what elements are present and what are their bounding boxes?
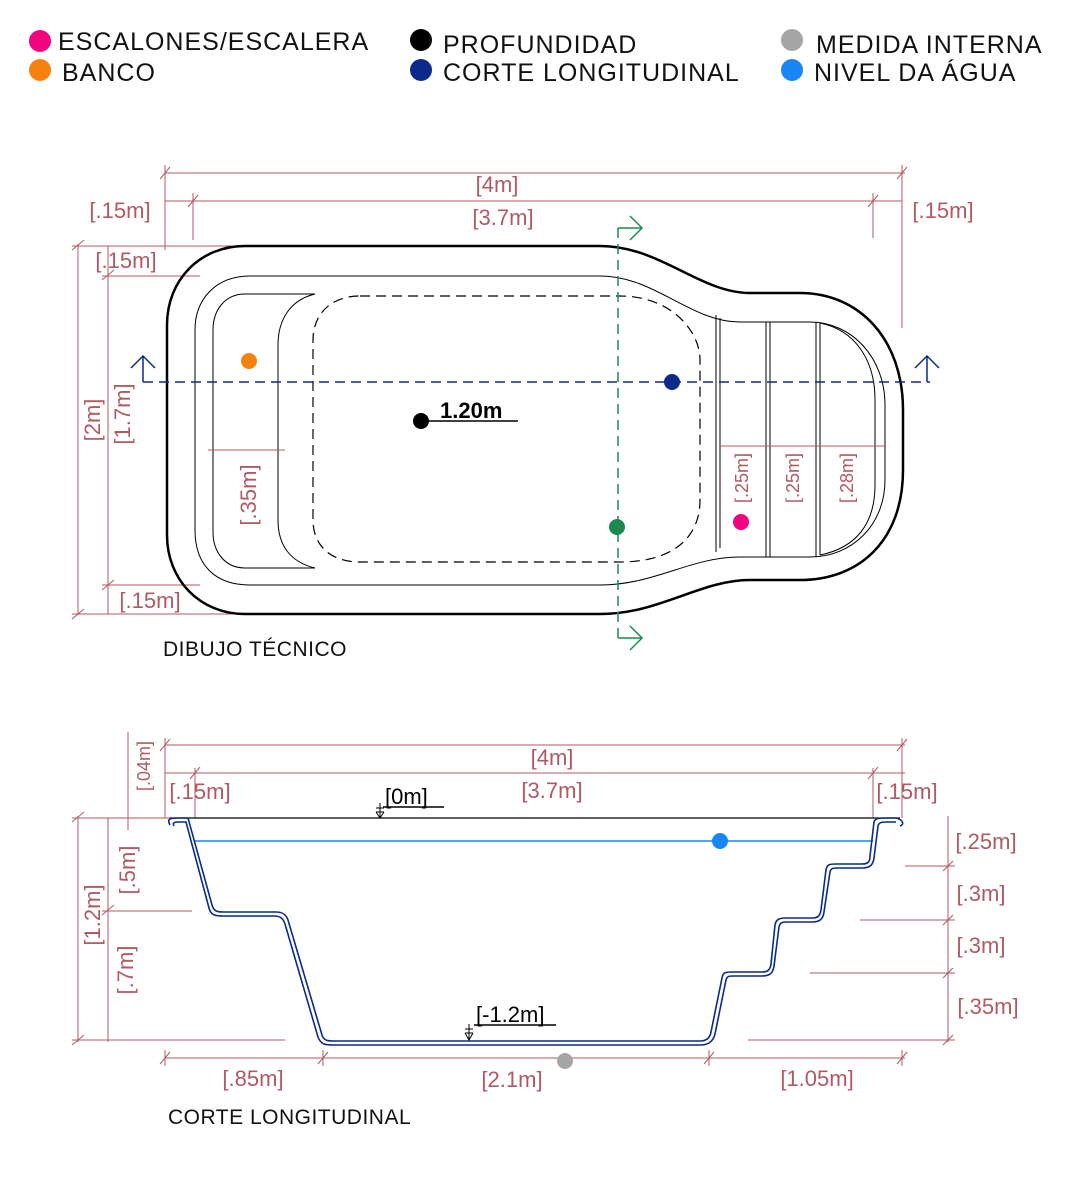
legend-label: PROFUNDIDAD bbox=[443, 31, 637, 59]
level-bottom-label: [-1.2m] bbox=[476, 1002, 544, 1027]
cross-arrow-bottom bbox=[618, 625, 644, 651]
dim-inner-length: [3.7m] bbox=[472, 205, 533, 230]
legend: ESCALONES/ESCALERA BANCO PROFUNDIDAD COR… bbox=[29, 28, 1043, 87]
legend-label: BANCO bbox=[62, 59, 156, 87]
sec-dim-riser-4: [.35m] bbox=[957, 994, 1018, 1019]
dim-right-wall: [.15m] bbox=[912, 198, 973, 223]
legend-label: NIVEL DA ÁGUA bbox=[814, 58, 1016, 87]
section-arrow-right bbox=[914, 354, 940, 382]
sec-dim-lip: [.04m] bbox=[134, 741, 154, 791]
sec-dim-left-wall: [.15m] bbox=[169, 779, 230, 804]
sec-dim-riser-1: [.25m] bbox=[955, 829, 1016, 854]
dim-step-3: [.28m] bbox=[837, 453, 857, 503]
plan-caption: DIBUJO TÉCNICO bbox=[163, 638, 347, 661]
dim-total-length: [4m] bbox=[476, 172, 519, 197]
dim-step-1: [.25m] bbox=[732, 453, 752, 503]
plan-view: [4m] [3.7m] [.15m] [.15m] [2m] [1.7m] [.… bbox=[71, 165, 974, 661]
sec-dim-riser-3: [.3m] bbox=[957, 933, 1006, 958]
legend-label: ESCALONES/ESCALERA bbox=[58, 28, 369, 56]
dim-bottom-wall: [.15m] bbox=[119, 588, 180, 613]
cross-arrow-top bbox=[618, 215, 644, 241]
cross-section-marker bbox=[609, 519, 625, 535]
sec-dim-total-length: [4m] bbox=[531, 745, 574, 770]
pool-inner-outline bbox=[194, 275, 886, 586]
bench-edge bbox=[277, 293, 316, 569]
pool-outer-outline bbox=[165, 244, 905, 616]
level-bottom-symbol bbox=[464, 1024, 474, 1042]
deep-area-outline bbox=[312, 295, 701, 563]
legend-dot-banco bbox=[29, 59, 51, 81]
legend-item-escalones: ESCALONES/ESCALERA bbox=[29, 28, 369, 56]
dim-left-wall: [.15m] bbox=[89, 198, 150, 223]
legend-dot-escalones bbox=[29, 30, 51, 52]
legend-dot-nivel bbox=[781, 59, 803, 81]
section-caption: CORTE LONGITUDINAL bbox=[168, 1106, 411, 1129]
legend-item-banco: BANCO bbox=[29, 59, 156, 87]
legend-item-nivel: NIVEL DA ÁGUA bbox=[781, 58, 1016, 87]
sec-dim-inner-length: [3.7m] bbox=[521, 778, 582, 803]
legend-label: MEDIDA INTERNA bbox=[816, 31, 1043, 59]
sec-dim-floor-left: [.85m] bbox=[222, 1066, 283, 1091]
dim-step-2: [.25m] bbox=[783, 453, 803, 503]
legend-dot-medida bbox=[781, 29, 803, 51]
dim-bench-depth: [.35m] bbox=[236, 464, 261, 525]
dim-inner-width: [1.7m] bbox=[110, 383, 135, 444]
sec-dim-floor-right: [1.05m] bbox=[780, 1066, 853, 1091]
sec-dim-bench-height: [.5m] bbox=[115, 846, 140, 895]
legend-item-medida: MEDIDA INTERNA bbox=[781, 29, 1043, 59]
dim-top-wall: [.15m] bbox=[95, 248, 156, 273]
sec-dim-right-wall: [.15m] bbox=[876, 779, 937, 804]
bench-outline bbox=[212, 293, 315, 569]
sec-dim-riser-2: [.3m] bbox=[957, 881, 1006, 906]
legend-label: CORTE LONGITUDINAL bbox=[443, 59, 740, 87]
water-level-marker bbox=[712, 833, 728, 849]
section-marker bbox=[664, 374, 680, 390]
dim-total-width: [2m] bbox=[80, 399, 105, 442]
level-top-symbol bbox=[375, 803, 385, 819]
pool-profile bbox=[167, 817, 904, 1046]
sec-dim-lower-depth: [.7m] bbox=[113, 946, 138, 995]
depth-label: 1.20m bbox=[440, 398, 502, 423]
section-view: [4m] [3.7m] [.15m] [.15m] [.04m] [1.2m] … bbox=[71, 732, 1019, 1129]
legend-dot-profundidad bbox=[410, 29, 432, 51]
sec-dim-floor-mid: [2.1m] bbox=[481, 1067, 542, 1092]
bench-marker bbox=[241, 353, 257, 369]
steps-marker bbox=[733, 514, 749, 530]
legend-dot-corte bbox=[410, 59, 432, 81]
legend-item-profundidad: PROFUNDIDAD bbox=[410, 29, 637, 59]
level-top-label: [0m] bbox=[385, 784, 428, 809]
internal-measure-marker bbox=[557, 1053, 573, 1069]
sec-dim-total-depth: [1.2m] bbox=[80, 884, 105, 945]
legend-item-corte: CORTE LONGITUDINAL bbox=[410, 59, 740, 87]
steps-outline bbox=[819, 322, 876, 556]
section-arrow-left bbox=[130, 354, 156, 382]
